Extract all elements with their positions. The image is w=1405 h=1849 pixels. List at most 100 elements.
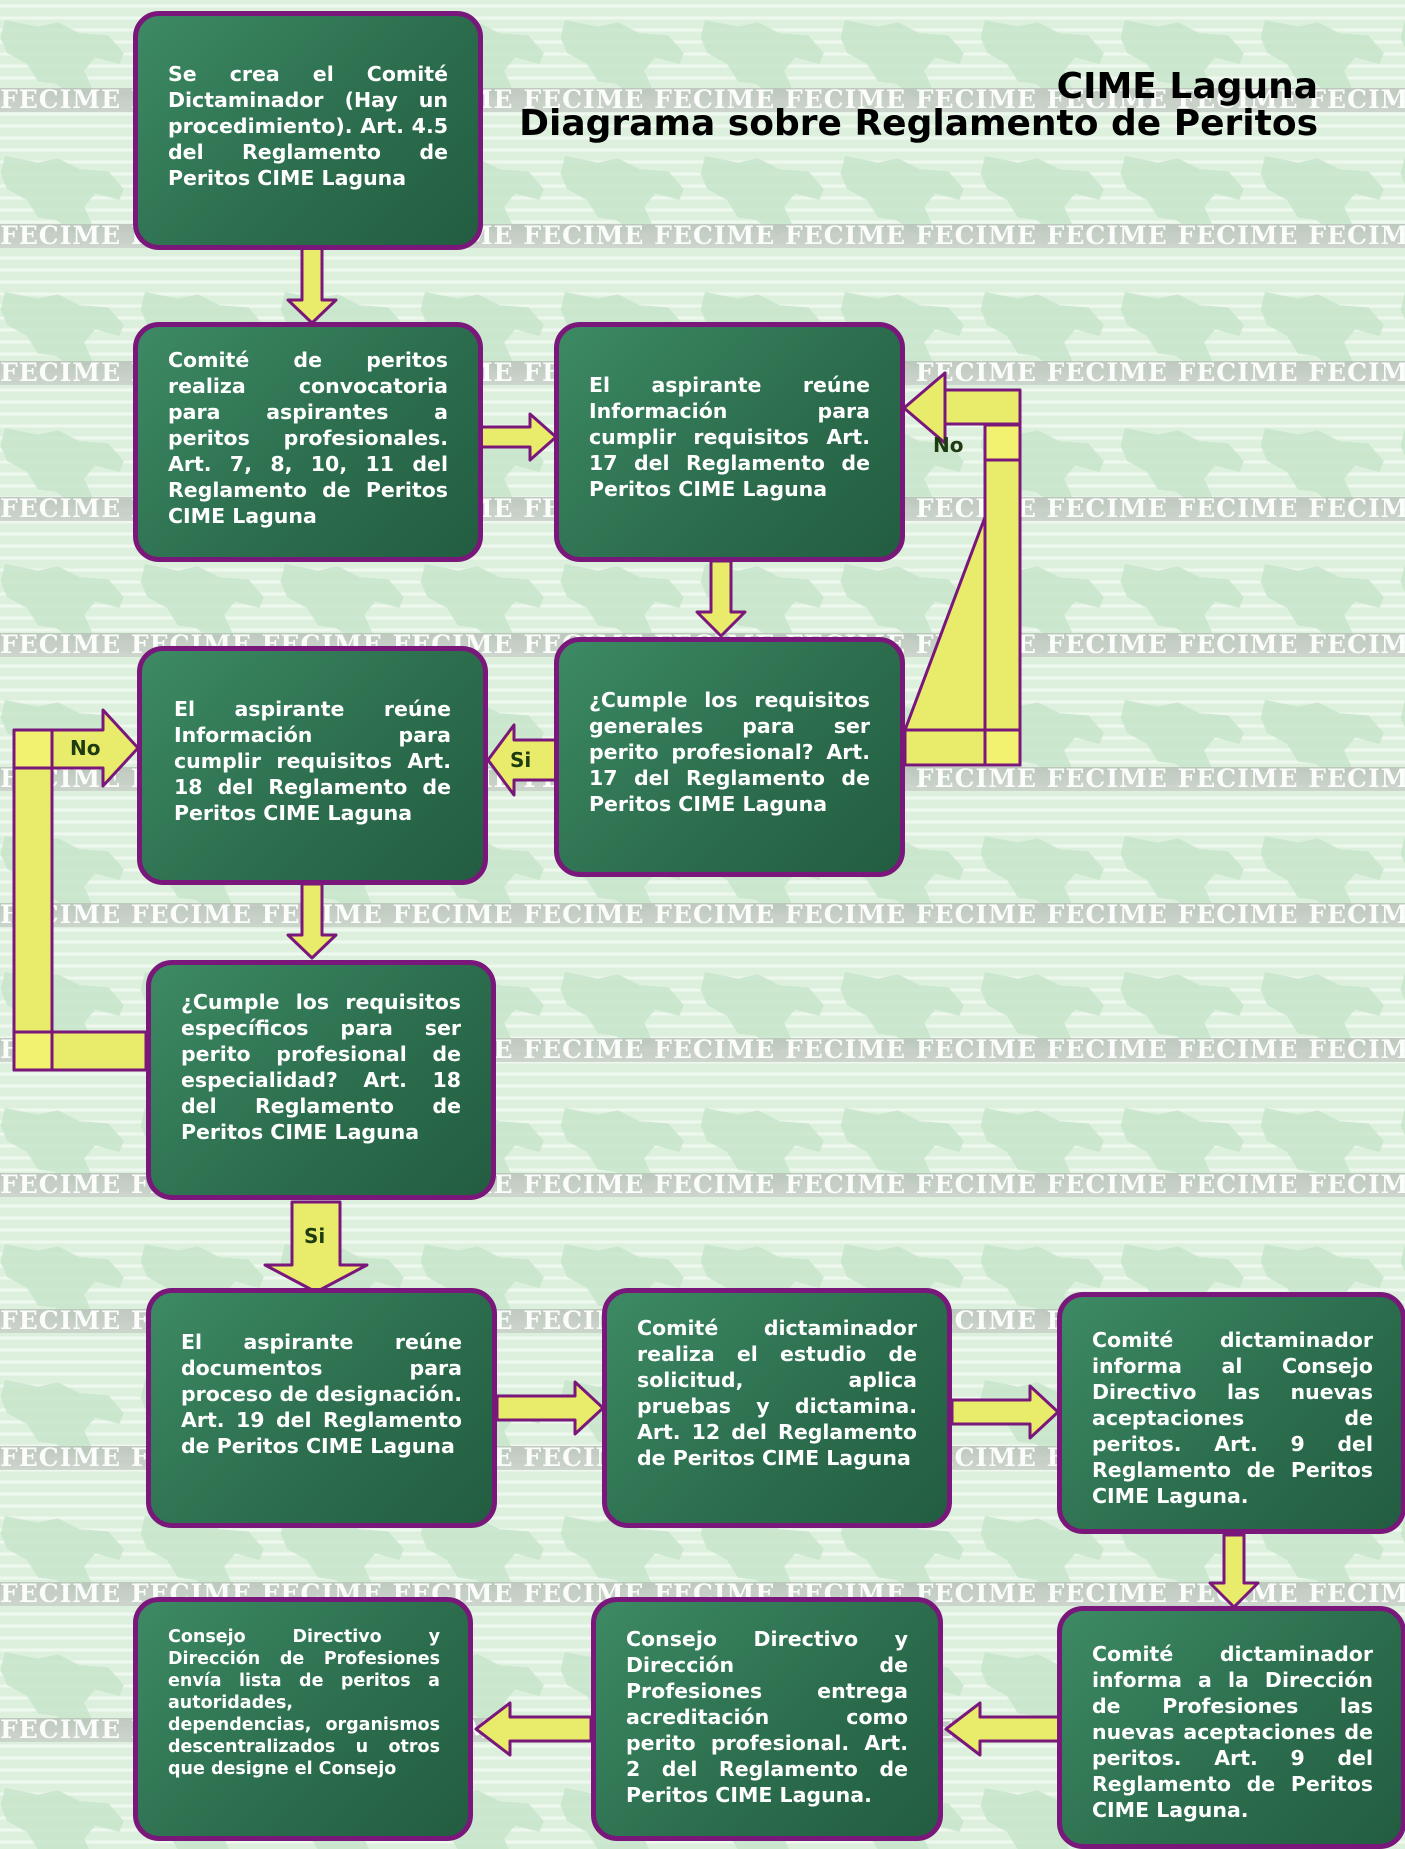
no-loop-vertical xyxy=(983,423,1022,767)
step-gather-documents: El aspirante reúne documentos para proce… xyxy=(146,1288,497,1528)
step-gather-info-general: El aspirante reúne Información para cump… xyxy=(554,322,905,562)
step-send-expert-list: Consejo Directivo y Dirección de Profesi… xyxy=(133,1597,473,1841)
map-silhouette xyxy=(560,20,684,100)
step-text: Comité dictaminador realiza el estudio d… xyxy=(637,1316,917,1470)
map-silhouette xyxy=(420,564,544,644)
step-create-committee: Se crea el Comité Dictaminador (Hay un p… xyxy=(133,11,483,250)
map-silhouette xyxy=(1260,1108,1384,1188)
decision-specific-requirements: ¿Cumple los requisitos específicos para … xyxy=(146,960,496,1200)
map-silhouette xyxy=(700,1108,824,1188)
map-silhouette xyxy=(1260,972,1384,1052)
step-deliver-accreditation: Consejo Directivo y Dirección de Profesi… xyxy=(591,1597,943,1841)
map-silhouette xyxy=(700,156,824,236)
map-silhouette xyxy=(0,1244,124,1324)
map-silhouette xyxy=(1400,700,1405,728)
map-silhouette xyxy=(1260,20,1384,100)
map-silhouette xyxy=(980,972,1104,1052)
map-silhouette xyxy=(420,1244,544,1324)
step-text: ¿Cumple los requisitos específicos para … xyxy=(181,990,461,1144)
arrow-right xyxy=(50,708,140,788)
map-silhouette xyxy=(0,428,124,508)
decision-general-requirements: ¿Cumple los requisitos generales para se… xyxy=(554,637,905,877)
step-gather-info-specific: El aspirante reúne Información para cump… xyxy=(137,646,488,885)
map-silhouette xyxy=(0,292,124,372)
map-silhouette xyxy=(1400,1516,1405,1544)
map-silhouette xyxy=(840,1516,964,1596)
no-label: No xyxy=(70,736,100,760)
arrow-down xyxy=(286,246,338,325)
map-silhouette xyxy=(0,1380,124,1460)
arrow-down xyxy=(263,1200,369,1294)
map-silhouette xyxy=(840,20,964,100)
map-silhouette xyxy=(1120,20,1244,100)
map-silhouette xyxy=(1400,156,1405,184)
arrow-right xyxy=(950,1384,1060,1440)
map-silhouette xyxy=(1260,292,1384,372)
map-silhouette xyxy=(1400,836,1405,864)
title-line-1: CIME Laguna xyxy=(1056,66,1318,107)
map-silhouette xyxy=(560,156,684,236)
map-silhouette xyxy=(700,1244,824,1324)
arrow-left xyxy=(474,1701,593,1757)
map-silhouette xyxy=(560,1108,684,1188)
map-silhouette xyxy=(0,20,124,100)
map-silhouette xyxy=(420,292,544,372)
map-silhouette xyxy=(560,564,684,644)
map-silhouette xyxy=(1400,20,1405,48)
step-text: Comité de peritos realiza convocatoria p… xyxy=(168,348,448,528)
map-silhouette xyxy=(420,1516,544,1596)
si-label: Si xyxy=(510,748,531,772)
map-silhouette xyxy=(0,156,124,236)
step-text: Consejo Directivo y Dirección de Profesi… xyxy=(168,1627,440,1779)
map-silhouette xyxy=(1120,428,1244,508)
map-silhouette xyxy=(1120,1108,1244,1188)
arrow-down xyxy=(286,882,338,960)
map-silhouette xyxy=(980,20,1104,100)
map-silhouette xyxy=(1260,156,1384,236)
map-silhouette xyxy=(1260,700,1384,780)
no-loop-left-corner xyxy=(12,1030,54,1072)
map-silhouette xyxy=(280,1516,404,1596)
arrow-right xyxy=(479,412,558,462)
map-silhouette xyxy=(1400,1108,1405,1136)
map-silhouette xyxy=(840,564,964,644)
map-silhouette xyxy=(1260,836,1384,916)
no-loop-corner xyxy=(983,728,1022,767)
map-silhouette xyxy=(1120,700,1244,780)
map-silhouette xyxy=(0,1108,124,1188)
map-silhouette xyxy=(560,972,684,1052)
map-silhouette xyxy=(980,156,1104,236)
map-silhouette xyxy=(700,20,824,100)
map-silhouette xyxy=(140,1516,264,1596)
map-silhouette xyxy=(0,1788,124,1849)
step-text: El aspirante reúne documentos para proce… xyxy=(181,1330,462,1458)
step-text: El aspirante reúne Información para cump… xyxy=(589,373,870,501)
map-silhouette xyxy=(840,972,964,1052)
map-silhouette xyxy=(560,1244,684,1324)
no-loop-left-vertical xyxy=(12,728,54,1072)
step-text: Consejo Directivo y Dirección de Profesi… xyxy=(626,1627,908,1807)
watermark-band: FECIME FECIME FECIME FECIME FECIME FECIM… xyxy=(0,903,1405,927)
step-text: ¿Cumple los requisitos generales para se… xyxy=(589,688,870,816)
step-call-for-applicants: Comité de peritos realiza convocatoria p… xyxy=(133,322,483,562)
map-silhouette xyxy=(1120,156,1244,236)
step-text: Comité dictaminador informa a la Direcci… xyxy=(1092,1642,1373,1822)
no-label: No xyxy=(933,433,963,457)
step-text: El aspirante reúne Información para cump… xyxy=(174,697,451,825)
step-inform-board: Comité dictaminador informa al Consejo D… xyxy=(1057,1292,1405,1534)
map-silhouette xyxy=(980,292,1104,372)
arrow-left xyxy=(486,723,558,797)
map-silhouette xyxy=(1260,1516,1384,1596)
map-silhouette xyxy=(840,1244,964,1324)
map-silhouette xyxy=(700,972,824,1052)
map-silhouette xyxy=(980,1244,1104,1324)
page-title: CIME Laguna Diagrama sobre Reglamento de… xyxy=(519,68,1318,142)
map-silhouette xyxy=(1260,428,1384,508)
map-silhouette xyxy=(140,564,264,644)
map-silhouette xyxy=(1120,836,1244,916)
si-label: Si xyxy=(304,1224,325,1248)
map-silhouette xyxy=(1120,1516,1244,1596)
map-silhouette xyxy=(1260,564,1384,644)
arrow-left xyxy=(944,1701,1064,1757)
